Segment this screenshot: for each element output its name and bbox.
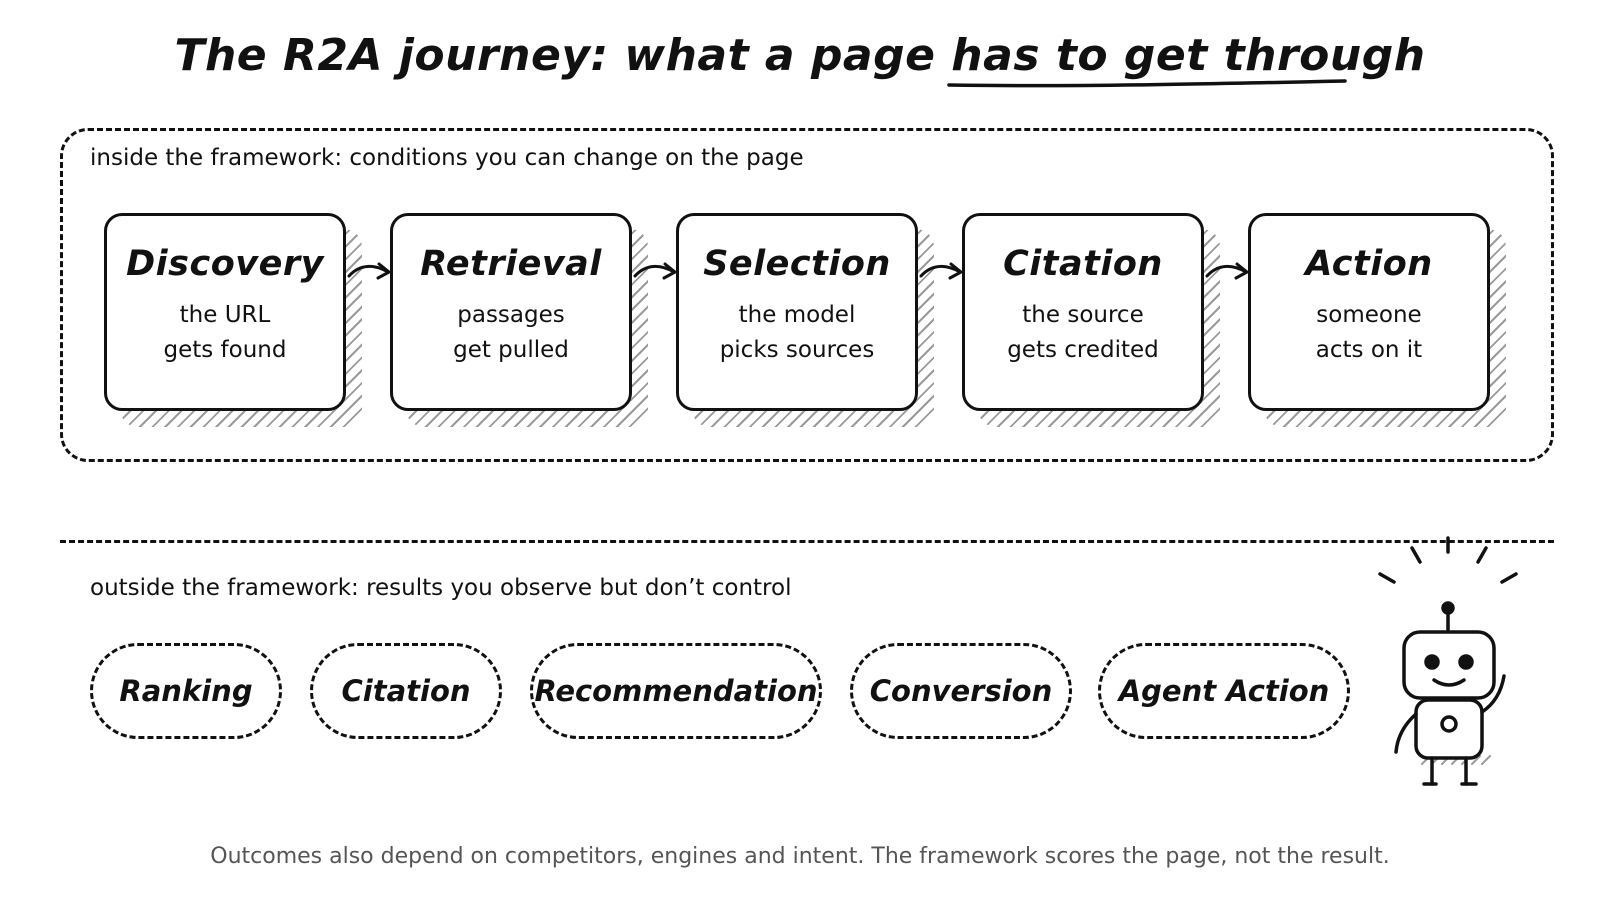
stage-name: Action (1305, 244, 1433, 284)
stage-description: passages get pulled (393, 298, 629, 368)
arrow-right-icon (633, 262, 677, 280)
stage-description: the source gets credited (965, 298, 1201, 368)
stage-desc-line-1: the URL (179, 302, 271, 328)
inside-framework-panel (60, 128, 1554, 462)
stage-box: Retrieval passages get pulled (390, 213, 632, 411)
stage-discovery: Discovery the URL gets found (104, 213, 362, 427)
outcome-agent-action: Agent Action (1098, 643, 1350, 739)
stage-box: Discovery the URL gets found (104, 213, 346, 411)
arrow-right-icon (919, 262, 963, 280)
stage-name: Selection (703, 244, 891, 284)
stage-name: Retrieval (420, 244, 602, 284)
stage-retrieval: Retrieval passages get pulled (390, 213, 648, 427)
stage-box: Citation the source gets credited (962, 213, 1204, 411)
stage-desc-line-1: the model (738, 302, 856, 328)
title-prefix: The R2A journey: what a page (174, 30, 952, 81)
diagram-title: The R2A journey: what a page has to get … (0, 30, 1600, 88)
stage-name: Discovery (126, 244, 324, 284)
outcome-ranking: Ranking (90, 643, 282, 739)
stage-description: the URL gets found (107, 298, 343, 368)
stage-selection: Selection the model picks sources (676, 213, 934, 427)
stage-desc-line-2: gets found (163, 337, 287, 363)
title-highlight-wrap: has to get through (947, 30, 1426, 88)
stage-desc-line-2: acts on it (1315, 337, 1423, 363)
stage-desc-line-2: get pulled (453, 337, 569, 363)
stage-action: Action someone acts on it (1248, 213, 1506, 427)
stage-desc-line-1: someone (1316, 302, 1422, 328)
outcome-recommendation: Recommendation (530, 643, 822, 739)
title-highlight: has to get through (951, 30, 1426, 81)
stage-name: Citation (1003, 244, 1163, 284)
stage-description: someone acts on it (1251, 298, 1487, 368)
robot-icon (1378, 536, 1518, 786)
stage-citation: Citation the source gets credited (962, 213, 1220, 427)
arrow-right-icon (347, 262, 391, 280)
inside-framework-label: inside the framework: conditions you can… (90, 145, 804, 171)
outcome-conversion: Conversion (850, 643, 1072, 739)
arrow-right-icon (1205, 262, 1249, 280)
footnote: Outcomes also depend on competitors, eng… (210, 844, 1390, 869)
outside-framework-label: outside the framework: results you obser… (90, 575, 792, 601)
stage-desc-line-2: picks sources (719, 337, 875, 363)
stage-box: Selection the model picks sources (676, 213, 918, 411)
stage-desc-line-1: passages (457, 302, 565, 328)
stage-desc-line-1: the source (1022, 302, 1144, 328)
stage-box: Action someone acts on it (1248, 213, 1490, 411)
title-underline (947, 79, 1348, 88)
stage-description: the model picks sources (679, 298, 915, 368)
section-divider (60, 540, 1554, 543)
stage-desc-line-2: gets credited (1007, 337, 1159, 363)
outcome-citation: Citation (310, 643, 502, 739)
